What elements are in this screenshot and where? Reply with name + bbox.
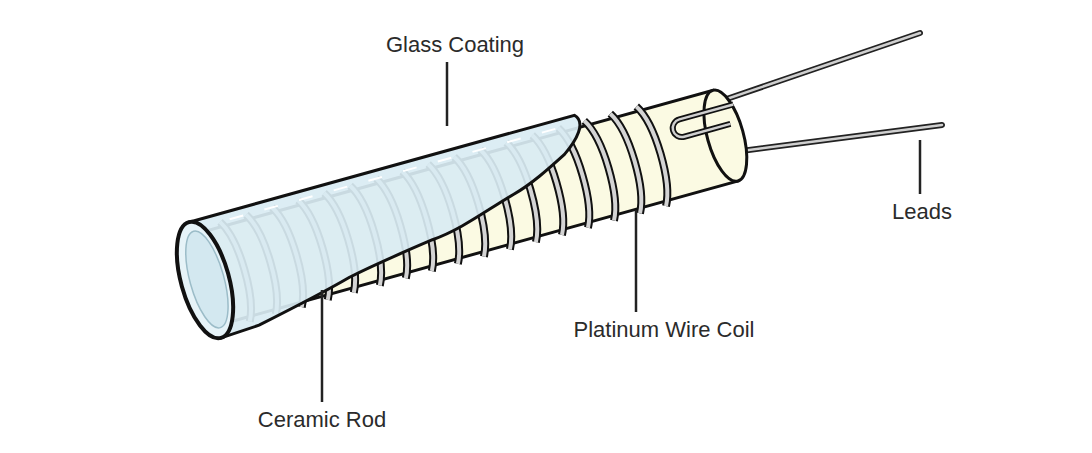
- wire-loop: [671, 104, 738, 139]
- glass-highlight: [230, 128, 558, 219]
- part-label: Platinum Wire Coil: [574, 317, 755, 342]
- leader-lines: [322, 62, 920, 402]
- part-label: Leads: [892, 199, 952, 224]
- part-label: Ceramic Rod: [258, 407, 386, 432]
- glass-end: [166, 216, 244, 344]
- lead-wires: [712, 33, 942, 153]
- rod-end: [695, 86, 755, 186]
- part-label: Glass Coating: [386, 32, 524, 57]
- glass-coating: [189, 114, 610, 337]
